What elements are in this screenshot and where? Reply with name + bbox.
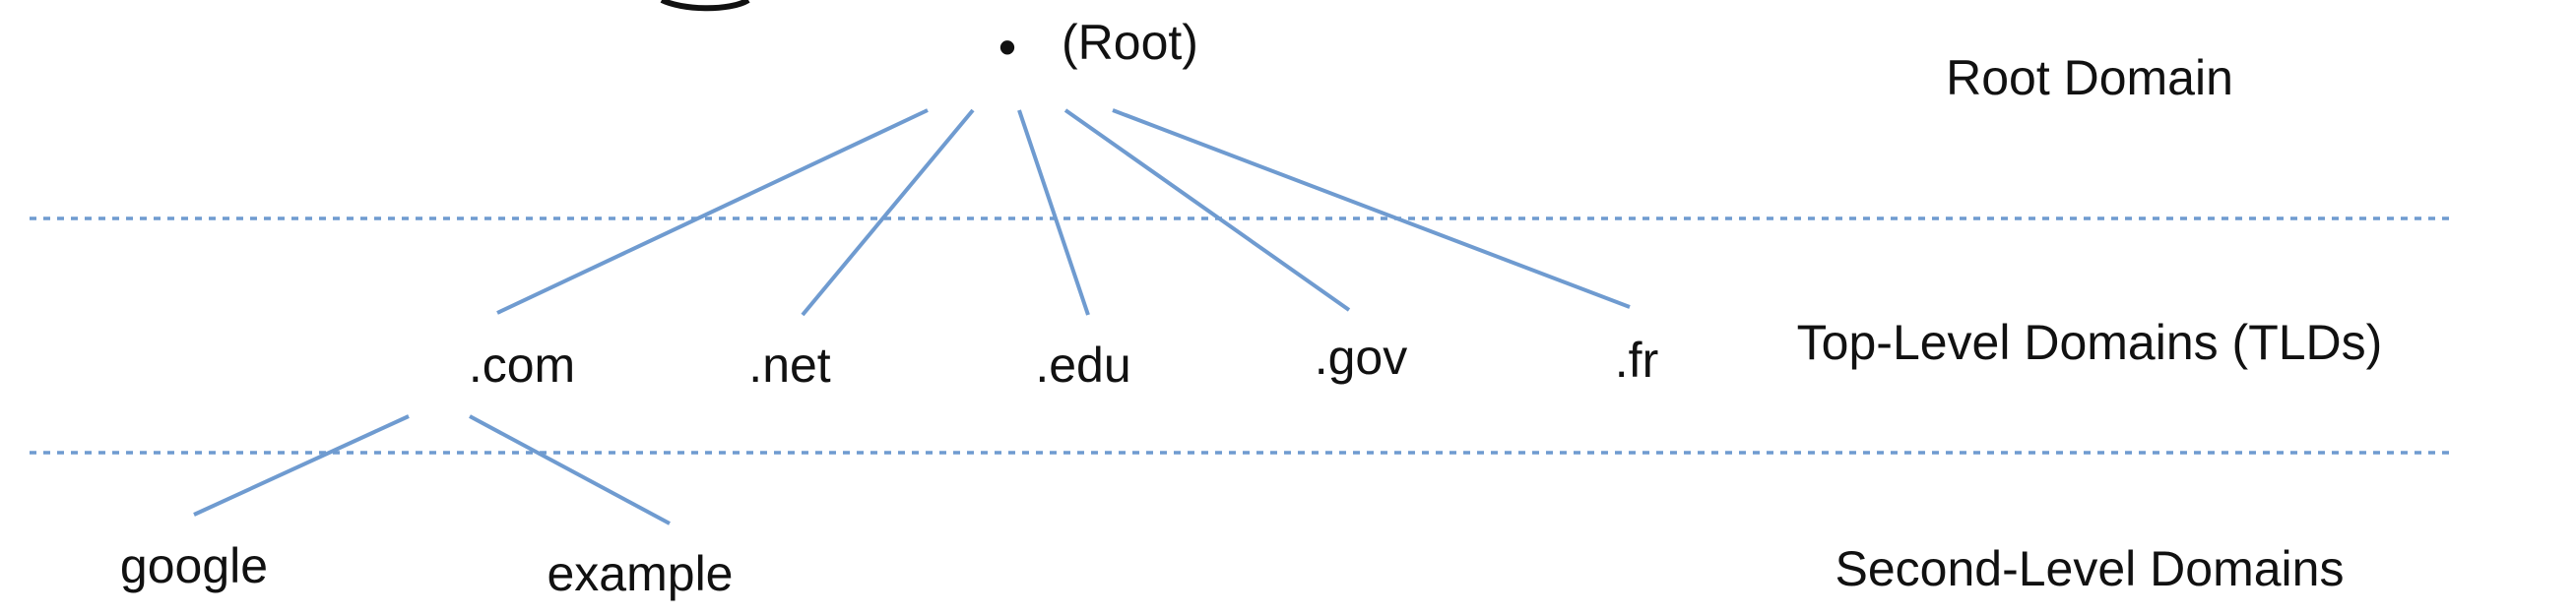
sld-example: example: [547, 546, 734, 601]
edge-root-fr: [1112, 108, 1631, 309]
tld-nodes: .com .net .edu .gov .fr: [469, 330, 1658, 393]
root-edges: [496, 108, 1631, 317]
level-label-root: Root Domain: [1946, 50, 2233, 105]
level-label-tld: Top-Level Domains (TLDs): [1797, 315, 2383, 370]
tld-edu: .edu: [1035, 338, 1130, 393]
root-node: • (Root): [998, 15, 1198, 75]
root-label: (Root): [1062, 15, 1198, 70]
cropped-title-fragment: [660, 0, 750, 12]
edge-root-edu: [1017, 109, 1090, 316]
root-dot: •: [998, 20, 1016, 75]
edge-root-gov: [1063, 108, 1351, 312]
tld-com: .com: [469, 338, 575, 393]
tld-fr: .fr: [1615, 333, 1658, 388]
tld-net: .net: [748, 338, 831, 393]
sld-google: google: [120, 538, 268, 593]
level-label-second: Second-Level Domains: [1835, 541, 2345, 596]
edge-root-net: [801, 108, 975, 317]
edge-com-google: [193, 414, 410, 517]
tld-gov: .gov: [1315, 330, 1408, 385]
com-edges: [193, 414, 671, 525]
level-labels: Root Domain Top-Level Domains (TLDs) Sec…: [1797, 50, 2383, 596]
edge-root-com: [496, 108, 929, 315]
edge-com-example: [469, 414, 671, 525]
second-level-nodes: google example: [120, 538, 734, 601]
